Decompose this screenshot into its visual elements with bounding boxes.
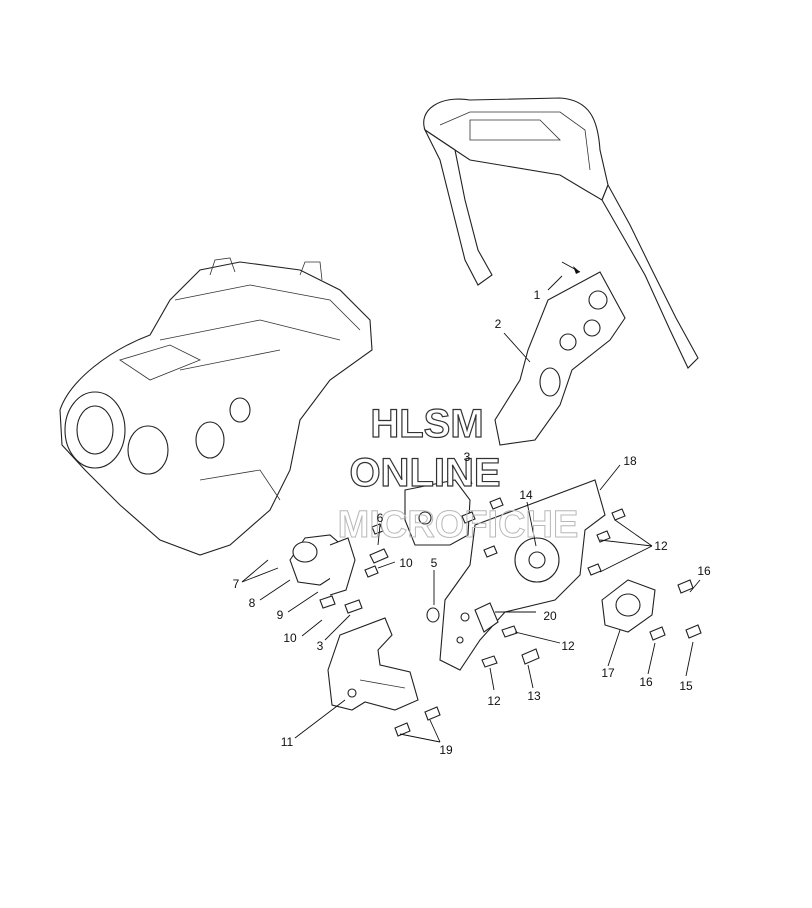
callout-17: 17 (601, 666, 615, 680)
direction-arrow (561, 261, 581, 274)
engine-mount-17 (601, 579, 656, 633)
callout-13: 13 (527, 689, 541, 703)
callouts: 1 2 3 3 5 6 7 8 9 10 10 11 12 12 12 13 1… (233, 288, 711, 757)
callout-12-bottom: 12 (487, 694, 501, 708)
bracket-11 (327, 617, 419, 711)
watermark-line2: ONLINE (349, 451, 500, 495)
callout-15: 15 (679, 679, 693, 693)
callout-5: 5 (431, 556, 438, 570)
callout-3-lower: 3 (317, 639, 324, 653)
bracket-20 (474, 602, 499, 633)
washer-5 (426, 607, 440, 623)
fasteners (319, 497, 702, 737)
watermark-line3: MICROFICHE (338, 504, 579, 546)
callout-2: 2 (495, 317, 502, 331)
callout-11: 11 (281, 735, 294, 749)
frame-hoop (423, 97, 699, 369)
leader-lines (241, 275, 701, 743)
callout-7: 7 (233, 577, 240, 591)
callout-1: 1 (534, 288, 541, 302)
callout-3-upper: 3 (464, 450, 471, 464)
callout-16-top: 16 (697, 564, 711, 578)
bracket-plate-2 (494, 271, 626, 446)
engine-assembly (59, 257, 373, 556)
watermark: MICROFICHE HLSM ONLINE (337, 401, 579, 546)
callout-14: 14 (519, 488, 533, 502)
callout-6: 6 (377, 511, 384, 525)
callout-8: 8 (249, 596, 256, 610)
callout-20: 20 (543, 609, 557, 623)
callout-12-mid: 12 (561, 639, 575, 653)
watermark-line1: HLSM (370, 402, 483, 446)
callout-12-right: 12 (654, 539, 668, 553)
callout-9: 9 (277, 608, 284, 622)
callout-19: 19 (439, 743, 453, 757)
callout-10-right: 10 (399, 556, 413, 570)
engine-mount-8 (289, 534, 356, 596)
callout-10-left: 10 (283, 631, 297, 645)
callout-18: 18 (623, 454, 637, 468)
bracket-3-upper (404, 479, 471, 546)
callout-16-bottom: 16 (639, 675, 653, 689)
